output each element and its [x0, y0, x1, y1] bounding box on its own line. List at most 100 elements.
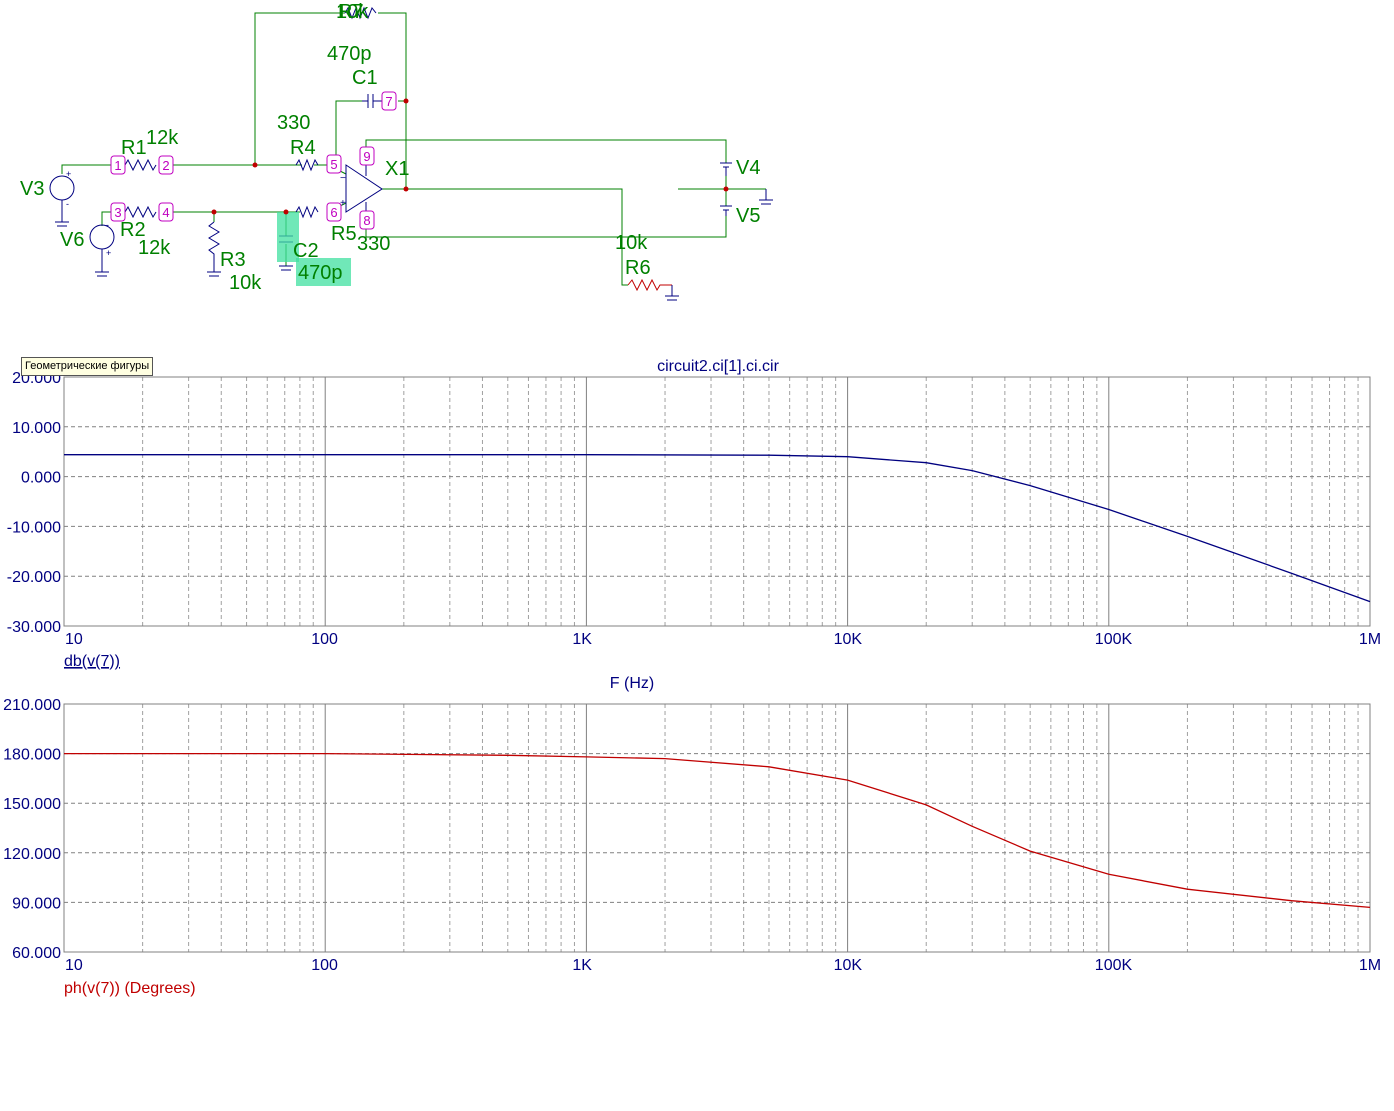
x-tick-label: 10K	[834, 957, 863, 974]
x-tick-label: 1M	[1359, 957, 1381, 974]
junction-dots	[211, 98, 729, 215]
r6-value: 10k	[615, 232, 648, 254]
r2-symbol	[124, 205, 157, 219]
node-9: 9	[359, 146, 375, 166]
r1-symbol	[124, 158, 157, 172]
c2-value: 470p	[298, 262, 343, 284]
x-axis-label: F (Hz)	[610, 675, 654, 692]
series-label[interactable]: db(v(7))	[64, 653, 120, 670]
x-tick-label: 10	[65, 957, 83, 974]
magnitude-plot[interactable]: 20.00010.0000.000-10.000-20.000-30.00010…	[7, 358, 1381, 692]
y-tick-label: 90.000	[12, 895, 61, 912]
node-2: 2	[158, 155, 174, 175]
x-tick-label: 100K	[1095, 957, 1133, 974]
v3-name: V3	[20, 178, 44, 200]
schematic[interactable]: − + + - - +	[20, 1, 773, 301]
node-7: 7	[381, 91, 397, 111]
r1-value: 12k	[146, 127, 179, 149]
c1-value: 470p	[327, 43, 372, 65]
series-line	[64, 454, 1371, 603]
r7-name: R7	[338, 1, 364, 23]
svg-text:5: 5	[330, 157, 337, 172]
node-6: 6	[326, 202, 342, 222]
x-tick-label: 100	[311, 957, 338, 974]
y-tick-label: 60.000	[12, 945, 61, 962]
resistors	[124, 6, 377, 272]
node-markers: 1 2 3 4 5 6 7 8 9	[110, 91, 397, 230]
r5-symbol	[295, 205, 319, 219]
svg-text:7: 7	[385, 94, 392, 109]
r5-name: R5	[331, 223, 357, 245]
r4-name: R4	[290, 137, 316, 159]
v5-name: V5	[736, 205, 760, 227]
r5-value: 330	[357, 233, 390, 255]
series-label[interactable]: ph(v(7)) (Degrees)	[64, 980, 196, 997]
svg-text:3: 3	[114, 205, 121, 220]
y-tick-label: -20.000	[7, 569, 61, 586]
svg-text:4: 4	[162, 205, 169, 220]
r6-symbol	[627, 278, 672, 292]
plot-grid	[63, 376, 1371, 627]
plot-grid	[63, 703, 1371, 953]
r2-name: R2	[120, 219, 146, 241]
source-v4[interactable]	[720, 162, 732, 176]
component-labels: R1 12k R2 12k R3 10k 330 R4 R5 330 10k R…	[20, 1, 760, 294]
x-tick-label: 10K	[834, 631, 863, 648]
r4-symbol	[295, 158, 319, 172]
svg-text:1: 1	[114, 158, 121, 173]
svg-text:8: 8	[363, 213, 370, 228]
r3-value: 10k	[229, 272, 262, 294]
x-tick-label: 10	[65, 631, 83, 648]
y-tick-label: 10.000	[12, 420, 61, 437]
x-tick-label: 1K	[572, 957, 592, 974]
y-tick-label: 210.000	[3, 697, 61, 714]
y-tick-label: 180.000	[3, 747, 61, 764]
c2-name: C2	[293, 240, 319, 262]
phase-plot[interactable]: 210.000 180.000 150.000 120.000 90.000 60.000…	[3, 697, 1381, 997]
r1-name: R1	[121, 137, 147, 159]
source-v3[interactable]: + -	[49, 169, 75, 227]
y-tick-label: 120.000	[3, 846, 61, 863]
grounds	[207, 189, 773, 301]
r7-value: 10k	[336, 1, 369, 23]
c2-highlight	[277, 212, 299, 262]
svg-text:2: 2	[162, 158, 169, 173]
svg-text:+: +	[340, 198, 346, 209]
y-tick-label: 0.000	[21, 470, 61, 487]
svg-text:-: -	[106, 220, 109, 230]
r7-symbol	[344, 6, 377, 20]
r3-symbol	[208, 221, 220, 272]
r4-value: 330	[277, 112, 310, 134]
svg-text:+: +	[106, 248, 111, 258]
chart-title: circuit2.ci[1].ci.cir	[657, 358, 779, 375]
node-4: 4	[158, 202, 174, 222]
x-tick-label: 1M	[1359, 631, 1381, 648]
source-v6[interactable]: - +	[89, 220, 115, 277]
tooltip: Геометрические фигуры	[21, 357, 154, 376]
x-tick-label: 100K	[1095, 631, 1133, 648]
source-v5[interactable]	[720, 205, 732, 216]
y-tick-label: -10.000	[7, 519, 61, 536]
v4-name: V4	[736, 157, 760, 179]
r2-value: 12k	[138, 237, 171, 259]
c2-value-highlight	[296, 258, 351, 286]
x-tick-label: 100	[311, 631, 338, 648]
r6-name: R6	[625, 257, 651, 279]
node-5: 5	[326, 154, 342, 174]
svg-text:6: 6	[330, 205, 337, 220]
y-tick-label: 150.000	[3, 796, 61, 813]
y-tick-label: -30.000	[7, 619, 61, 636]
svg-text:−: −	[340, 173, 346, 184]
series-line	[64, 752, 1371, 909]
svg-text:9: 9	[363, 149, 370, 164]
x-tick-label: 1K	[572, 631, 592, 648]
node-3: 3	[110, 202, 126, 222]
node-8: 8	[359, 210, 375, 230]
v6-name: V6	[60, 229, 84, 251]
c1-name: C1	[352, 67, 378, 89]
node-1: 1	[110, 155, 126, 175]
svg-text:+: +	[66, 169, 71, 179]
svg-text:-: -	[66, 199, 69, 209]
x1-name: X1	[385, 158, 409, 180]
